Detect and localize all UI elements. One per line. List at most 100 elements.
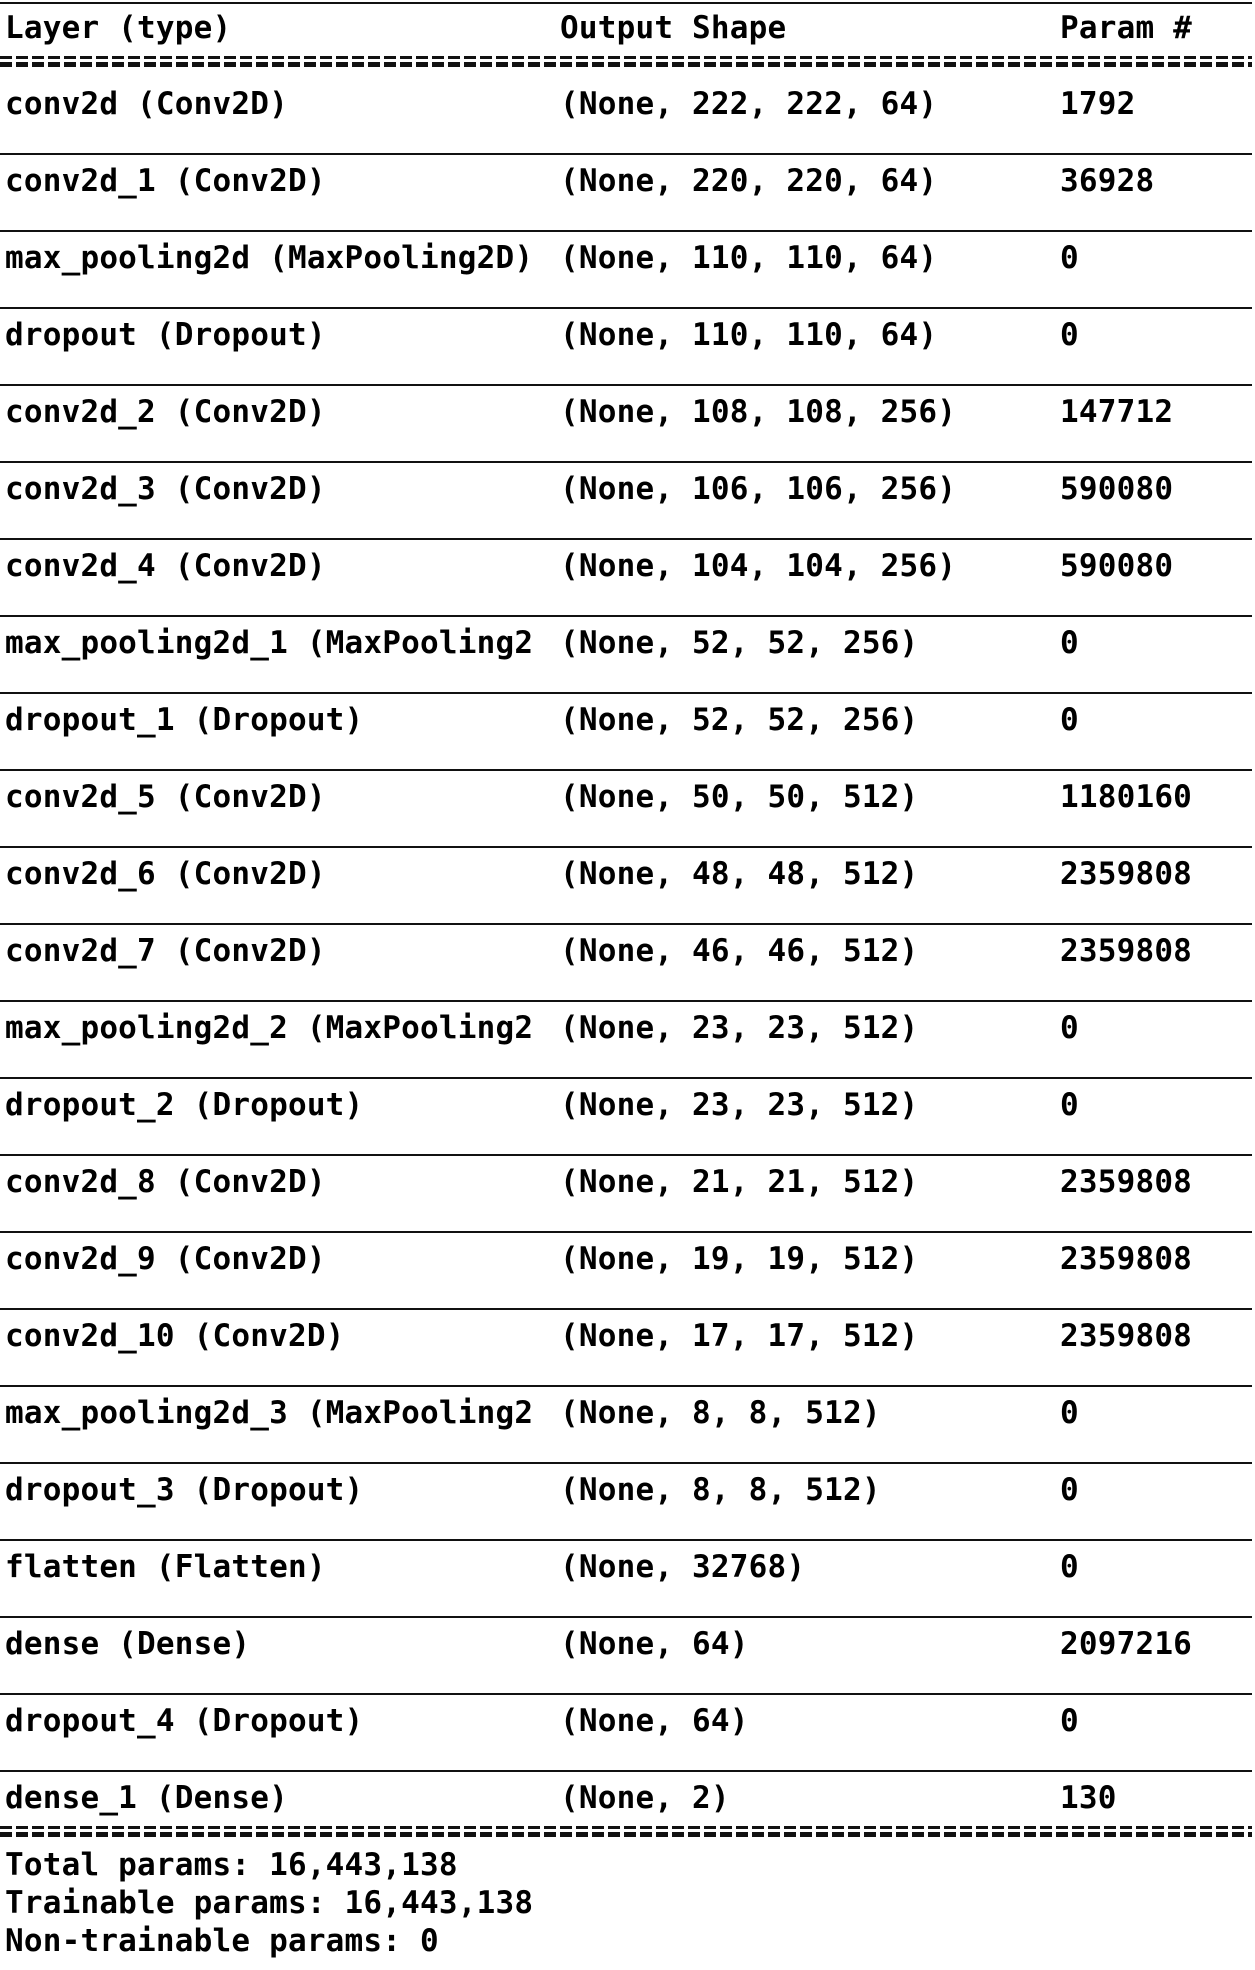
- table-row: conv2d_9 (Conv2D) (None, 19, 19, 512) 2359…: [0, 1233, 1255, 1310]
- header-output-shape: Output Shape: [560, 10, 787, 46]
- param-count: 1180160: [1060, 779, 1193, 815]
- layer-name: conv2d_5 (Conv2D): [5, 779, 326, 815]
- table-row: dense_1 (Dense) (None, 2) 130: [0, 1772, 1255, 1849]
- footer-double-rule: [0, 1826, 1252, 1837]
- table-row: max_pooling2d (MaxPooling2D) (None, 110, …: [0, 232, 1255, 309]
- output-shape: (None, 32768): [560, 1549, 806, 1585]
- row-divider: [0, 1770, 1252, 1772]
- layer-name: max_pooling2d (MaxPooling2D): [5, 240, 534, 276]
- layer-name: dropout (Dropout): [5, 317, 326, 353]
- layer-name: conv2d_8 (Conv2D): [5, 1164, 326, 1200]
- table-row: max_pooling2d_3 (MaxPooling2(None, 8, 8,…: [0, 1387, 1255, 1464]
- layer-name: conv2d_3 (Conv2D): [5, 471, 326, 507]
- param-count: 0: [1060, 1010, 1079, 1046]
- trainable-params: Trainable params: 16,443,138: [5, 1885, 534, 1921]
- row-divider: [0, 1385, 1252, 1387]
- table-row: dropout (Dropout) (None, 110, 110, 64) 0: [0, 309, 1255, 386]
- table-row: dropout_3 (Dropout)(None, 8, 8, 512)0: [0, 1464, 1255, 1541]
- layer-name: conv2d_2 (Conv2D): [5, 394, 326, 430]
- output-shape: (None, 17, 17, 512): [560, 1318, 919, 1354]
- param-count: 2359808: [1060, 1241, 1193, 1277]
- layer-name: dropout_1 (Dropout): [5, 702, 364, 738]
- output-shape: (None, 21, 21, 512): [560, 1164, 919, 1200]
- row-divider: [0, 1539, 1252, 1541]
- output-shape: (None, 64): [560, 1626, 749, 1662]
- table-body: conv2d (Conv2D) (None, 222, 222, 64) 1792 c…: [0, 78, 1255, 1849]
- param-count: 1792: [1060, 86, 1136, 122]
- layer-name: conv2d_4 (Conv2D): [5, 548, 326, 584]
- output-shape: (None, 23, 23, 512): [560, 1087, 919, 1123]
- param-count: 0: [1060, 240, 1079, 276]
- output-shape: (None, 110, 110, 64): [560, 317, 938, 353]
- param-count: 590080: [1060, 548, 1174, 584]
- output-shape: (None, 104, 104, 256): [560, 548, 957, 584]
- row-divider: [0, 846, 1252, 848]
- param-count: 0: [1060, 317, 1079, 353]
- param-count: 147712: [1060, 394, 1174, 430]
- layer-name: dense (Dense): [5, 1626, 251, 1662]
- table-row: conv2d_3 (Conv2D) (None, 106, 106, 256) 59…: [0, 463, 1255, 540]
- output-shape: (None, 2): [560, 1780, 730, 1816]
- output-shape: (None, 106, 106, 256): [560, 471, 957, 507]
- param-count: 0: [1060, 1087, 1079, 1123]
- output-shape: (None, 222, 222, 64): [560, 86, 938, 122]
- layer-name: max_pooling2d_2 (MaxPooling2: [5, 1010, 534, 1046]
- table-row: max_pooling2d_2 (MaxPooling2 (None, 23, 2…: [0, 1002, 1255, 1079]
- param-count: 2359808: [1060, 856, 1193, 892]
- row-divider: [0, 1077, 1252, 1079]
- param-count: 2097216: [1060, 1626, 1193, 1662]
- row-divider: [0, 307, 1252, 309]
- param-count: 0: [1060, 1549, 1079, 1585]
- output-shape: (None, 8, 8, 512): [560, 1472, 881, 1508]
- table-row: conv2d_6 (Conv2D)(None, 48, 48, 512)2359…: [0, 848, 1255, 925]
- layer-name: conv2d_1 (Conv2D): [5, 163, 326, 199]
- output-shape: (None, 108, 108, 256): [560, 394, 957, 430]
- layer-name: flatten (Flatten): [5, 1549, 326, 1585]
- output-shape: (None, 52, 52, 256): [560, 702, 919, 738]
- param-count: 2359808: [1060, 1164, 1193, 1200]
- layer-name: dense_1 (Dense): [5, 1780, 288, 1816]
- output-shape: (None, 23, 23, 512): [560, 1010, 919, 1046]
- layer-name: conv2d_10 (Conv2D): [5, 1318, 345, 1354]
- output-shape: (None, 64): [560, 1703, 749, 1739]
- row-divider: [0, 153, 1252, 155]
- param-count: 0: [1060, 1472, 1079, 1508]
- non-trainable-params: Non-trainable params: 0: [5, 1923, 439, 1959]
- header-params: Param #: [1060, 10, 1193, 46]
- param-count: 36928: [1060, 163, 1155, 199]
- param-count: 2359808: [1060, 933, 1193, 969]
- layer-name: conv2d (Conv2D): [5, 86, 288, 122]
- header-double-rule: [0, 56, 1252, 67]
- row-divider: [0, 692, 1252, 694]
- table-row: conv2d_4 (Conv2D) (None, 104, 104, 256) 59…: [0, 540, 1255, 617]
- layer-name: dropout_4 (Dropout): [5, 1703, 364, 1739]
- param-count: 130: [1060, 1780, 1117, 1816]
- total-params: Total params: 16,443,138: [5, 1847, 458, 1883]
- layer-name: conv2d_9 (Conv2D): [5, 1241, 326, 1277]
- row-divider: [0, 384, 1252, 386]
- table-row: dropout_4 (Dropout)(None, 64)0: [0, 1695, 1255, 1772]
- param-count: 0: [1060, 625, 1079, 661]
- row-divider: [0, 1154, 1252, 1156]
- output-shape: (None, 19, 19, 512): [560, 1241, 919, 1277]
- output-shape: (None, 48, 48, 512): [560, 856, 919, 892]
- output-shape: (None, 52, 52, 256): [560, 625, 919, 661]
- output-shape: (None, 110, 110, 64): [560, 240, 938, 276]
- param-count: 590080: [1060, 471, 1174, 507]
- layer-name: max_pooling2d_3 (MaxPooling2: [5, 1395, 534, 1431]
- row-divider: [0, 538, 1252, 540]
- row-divider: [0, 1308, 1252, 1310]
- row-divider: [0, 1693, 1252, 1695]
- row-divider: [0, 1000, 1252, 1002]
- row-divider: [0, 1231, 1252, 1233]
- header-layer: Layer (type): [5, 10, 232, 46]
- table-row: conv2d_5 (Conv2D)(None, 50, 50, 512)1180…: [0, 771, 1255, 848]
- table-row: conv2d_7 (Conv2D)(None, 46, 46, 512)2359…: [0, 925, 1255, 1002]
- param-count: 0: [1060, 1395, 1079, 1431]
- row-divider: [0, 1616, 1252, 1618]
- layer-name: max_pooling2d_1 (MaxPooling2: [5, 625, 534, 661]
- param-count: 2359808: [1060, 1318, 1193, 1354]
- table-row: max_pooling2d_1 (MaxPooling2 (None, 52, 5…: [0, 617, 1255, 694]
- param-count: 0: [1060, 702, 1079, 738]
